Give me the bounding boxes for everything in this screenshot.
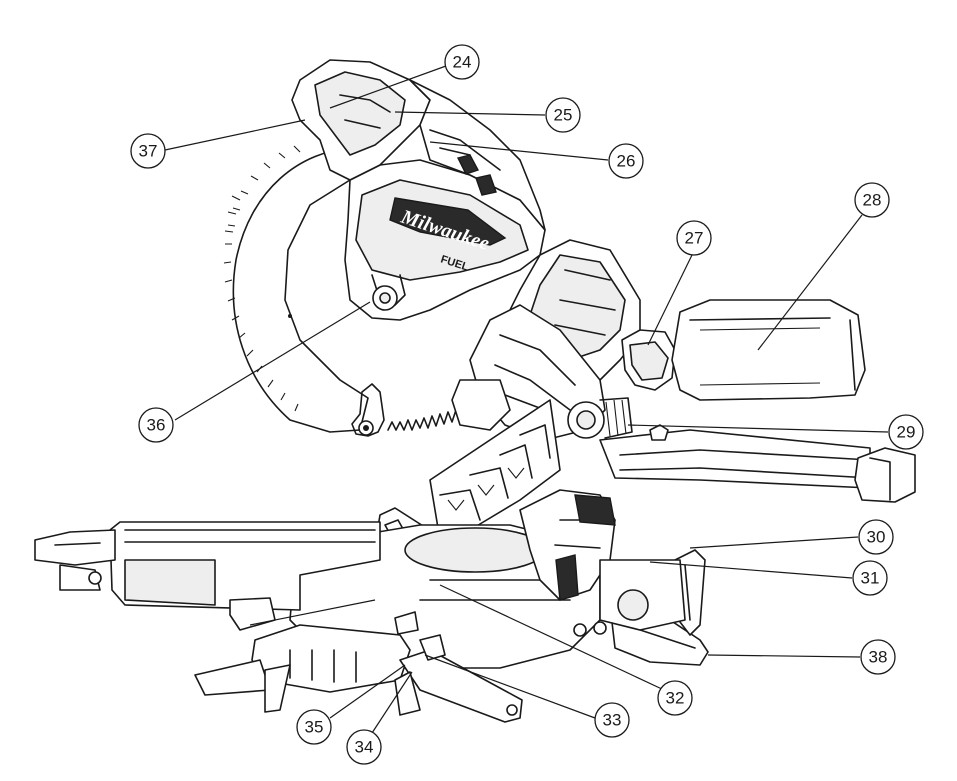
- callout-25-label: 25: [554, 106, 573, 125]
- callout-30-label: 30: [867, 528, 886, 547]
- blade-teeth: [387, 409, 461, 431]
- callout-24: 24: [444, 44, 480, 80]
- callout-37: 37: [130, 133, 166, 169]
- callout-30: 30: [858, 519, 894, 555]
- callout-32: 32: [657, 680, 693, 716]
- rear-support: [599, 559, 686, 631]
- front-feet: [194, 597, 523, 723]
- callout-37-label: 37: [139, 142, 158, 161]
- callout-27-label: 27: [685, 229, 704, 248]
- pivot-arm: [451, 304, 633, 441]
- callout-32-label: 32: [666, 689, 685, 708]
- callout-35-label: 35: [305, 718, 324, 737]
- slide-rails: [599, 424, 916, 503]
- handle: [291, 59, 546, 231]
- leader-lines: [164, 65, 889, 734]
- callout-36-label: 36: [147, 416, 166, 435]
- battery-pack: [671, 299, 866, 401]
- left-extension-table: [34, 521, 381, 611]
- callout-33: 33: [594, 702, 630, 738]
- callout-31: 31: [852, 560, 888, 596]
- callout-25: 25: [545, 97, 581, 133]
- callout-34: 34: [346, 729, 382, 765]
- callout-33-label: 33: [603, 711, 622, 730]
- callout-34-label: 34: [355, 738, 374, 757]
- callout-29: 29: [888, 414, 924, 450]
- callout-27: 27: [676, 220, 712, 256]
- callout-28-label: 28: [863, 191, 882, 210]
- callout-28: 28: [854, 182, 890, 218]
- callout-36: 36: [138, 407, 174, 443]
- callout-31-label: 31: [861, 569, 880, 588]
- callout-26: 26: [608, 143, 644, 179]
- callout-24-label: 24: [453, 53, 472, 72]
- saw-blade: [223, 145, 385, 437]
- callout-38: 38: [860, 639, 896, 675]
- callout-38-label: 38: [869, 648, 888, 667]
- callout-35: 35: [296, 709, 332, 745]
- callout-26-label: 26: [617, 152, 636, 171]
- callout-29-label: 29: [897, 423, 916, 442]
- upper-guard: Milwaukee FUEL: [344, 159, 546, 321]
